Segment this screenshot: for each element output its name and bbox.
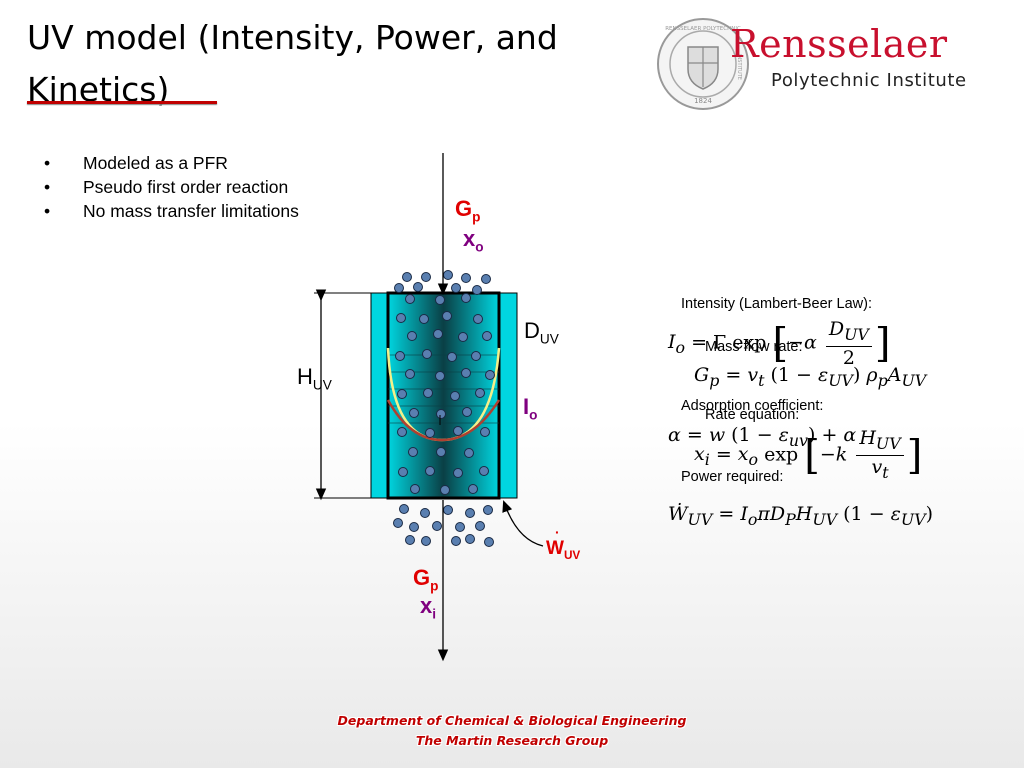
intensity-label: Io	[523, 394, 537, 422]
footer-group: The Martin Research Group	[415, 733, 609, 748]
seal-top-text: RENSSELAER POLYTECHNIC	[665, 26, 741, 32]
height-symbol: H	[297, 364, 313, 389]
outlet-flow-sub: p	[430, 578, 439, 594]
power-arrow	[502, 500, 544, 547]
inlet-flow-label: Gp	[455, 196, 480, 224]
outlet-conc-sub: i	[432, 606, 437, 622]
bullet-item: No mass transfer limitations	[44, 199, 299, 223]
intensity-profile-curve-inner	[386, 399, 501, 442]
diameter-label: DUV	[524, 318, 559, 346]
height-label: HUV	[297, 364, 332, 392]
outlet-flow-symbol: G	[413, 565, 431, 590]
seal-year: 1824	[694, 97, 712, 105]
seal-side-text: INSTITUTE	[736, 54, 742, 80]
outlet-flow-label: Gp	[413, 565, 438, 593]
intensity-law-label: Intensity (Lambert-Beer Law):	[681, 296, 872, 312]
inlet-flow-symbol: G	[455, 196, 473, 221]
bullet-list: Modeled as a PFR Pseudo first order reac…	[44, 151, 299, 223]
height-sub: UV	[312, 377, 332, 393]
slide-title: UV model (Intensity, Power, and Kinetics…	[27, 18, 558, 109]
power-sub: UV	[563, 548, 581, 562]
mass-flow-equation: Gp = vt (1 − εUV) ρpAUV	[694, 364, 927, 390]
footer-department: Department of Chemical & Biological Engi…	[337, 713, 687, 728]
outlet-conc-symbol: x	[420, 593, 433, 618]
logo-subtitle: Polytechnic Institute	[771, 70, 967, 91]
power-label: WUV	[546, 538, 580, 562]
intensity-symbol: I	[523, 394, 530, 419]
particles	[393, 270, 495, 547]
rpi-seal-icon: 1824 RENSSELAER POLYTECHNIC INSTITUTE	[657, 18, 749, 110]
power-dot: ·	[555, 524, 560, 540]
mass-flow-label: Mass flow rate:	[705, 339, 803, 355]
absorption-label: Adsorption coefficient:	[681, 398, 824, 414]
rate-equation-label: Rate equation:	[705, 407, 800, 423]
inlet-conc-symbol: x	[463, 226, 476, 251]
intensity-sub: o	[529, 407, 538, 423]
diameter-symbol: D	[524, 318, 540, 343]
power-symbol: W	[546, 538, 564, 559]
inlet-conc-label: xo	[463, 226, 484, 254]
power-required-label: Power required:	[681, 469, 784, 485]
absorption-equation: α = w (1 − εuv) + α	[668, 424, 857, 450]
inlet-flow-sub: p	[472, 209, 481, 225]
bullet-item: Modeled as a PFR	[44, 151, 299, 175]
outlet-conc-label: xi	[420, 593, 436, 621]
title-underline	[27, 101, 217, 104]
logo-name: Rensselaer	[730, 22, 948, 66]
bullet-item: Pseudo first order reaction	[44, 175, 299, 199]
power-equation: ẆUV = IoπDPHUV (1 − εUV)	[668, 503, 934, 529]
inlet-conc-sub: o	[475, 239, 484, 255]
diameter-sub: UV	[539, 331, 559, 347]
